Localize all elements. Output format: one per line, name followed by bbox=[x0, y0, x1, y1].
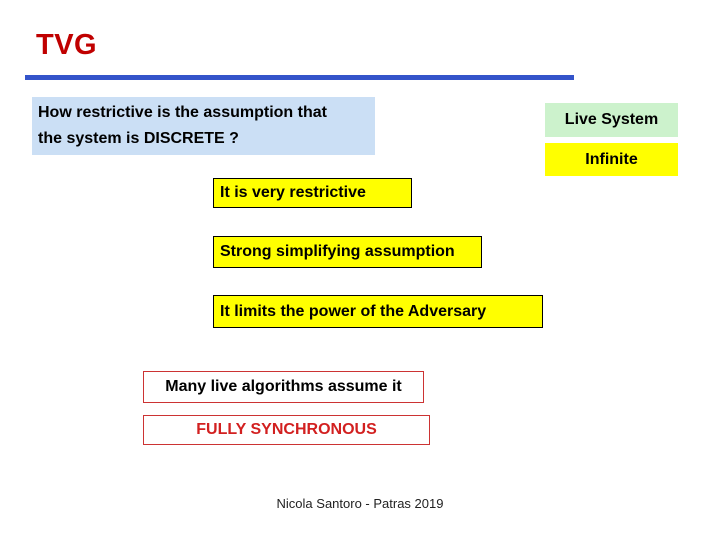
live-system-label: Live System bbox=[545, 103, 678, 137]
title-underline bbox=[25, 75, 574, 80]
footer-credit: Nicola Santoro - Patras 2019 bbox=[276, 496, 444, 511]
question-line-1: How restrictive is the assumption that bbox=[38, 104, 327, 121]
question-line-2: the system is DISCRETE ? bbox=[38, 130, 239, 147]
statement-box-very-restrictive: It is very restrictive bbox=[213, 178, 412, 208]
slide-title: TVG bbox=[36, 29, 98, 61]
note-box-fully-synchronous: FULLY SYNCHRONOUS bbox=[143, 415, 430, 445]
note-box-many-algorithms: Many live algorithms assume it bbox=[143, 371, 424, 403]
infinite-label: Infinite bbox=[545, 143, 678, 176]
statement-box-simplifying-assumption: Strong simplifying assumption bbox=[213, 236, 482, 268]
statement-box-adversary-power: It limits the power of the Adversary bbox=[213, 295, 543, 328]
question-box: How restrictive is the assumption that t… bbox=[32, 97, 375, 155]
